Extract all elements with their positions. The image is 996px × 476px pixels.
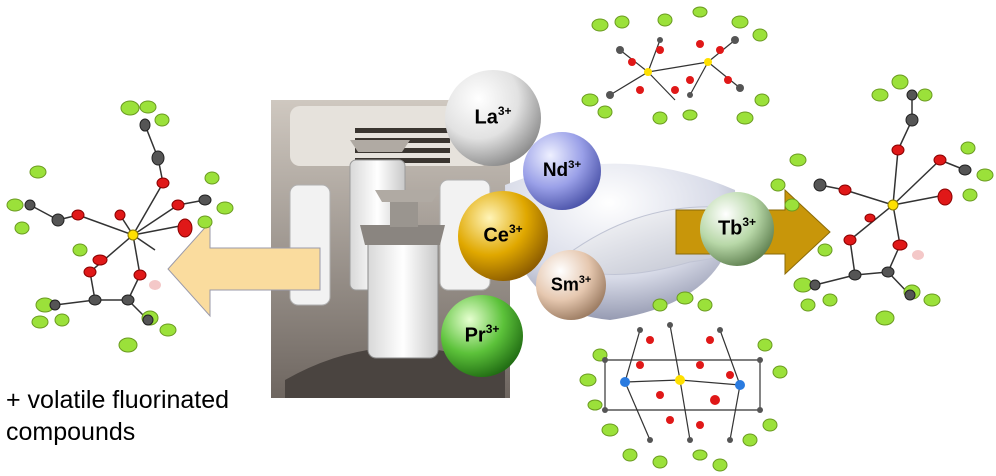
ion-label-sm: Sm3+	[550, 273, 592, 295]
ion-label-la: La3+	[474, 104, 512, 129]
ce-sphere	[458, 191, 548, 281]
la-sphere	[445, 70, 541, 166]
bottom-molecule-structure-icon	[579, 291, 788, 472]
ion-label-tb: Tb3+	[717, 215, 757, 240]
ion-spheres	[441, 70, 774, 377]
ion-label-pr: Pr3+	[464, 322, 500, 347]
ion-label-nd: Nd3+	[542, 159, 582, 181]
right-molecule-structure-icon	[770, 74, 994, 326]
sm-sphere	[536, 250, 606, 320]
left-molecule-structure-icon	[29, 124, 206, 321]
caption-line-1: + volatile fluorinated	[6, 386, 230, 414]
left-arrow	[167, 220, 321, 318]
ion-label-ce: Ce3+	[483, 222, 523, 247]
nd-sphere	[523, 132, 601, 210]
pr-sphere	[441, 295, 523, 377]
tb-sphere	[700, 192, 774, 266]
caption: + volatile fluorinated compounds	[6, 384, 229, 448]
left-molecule-atoms	[6, 100, 234, 353]
caption-line-2: compounds	[6, 418, 136, 446]
top-molecule-structure-icon	[581, 6, 770, 125]
